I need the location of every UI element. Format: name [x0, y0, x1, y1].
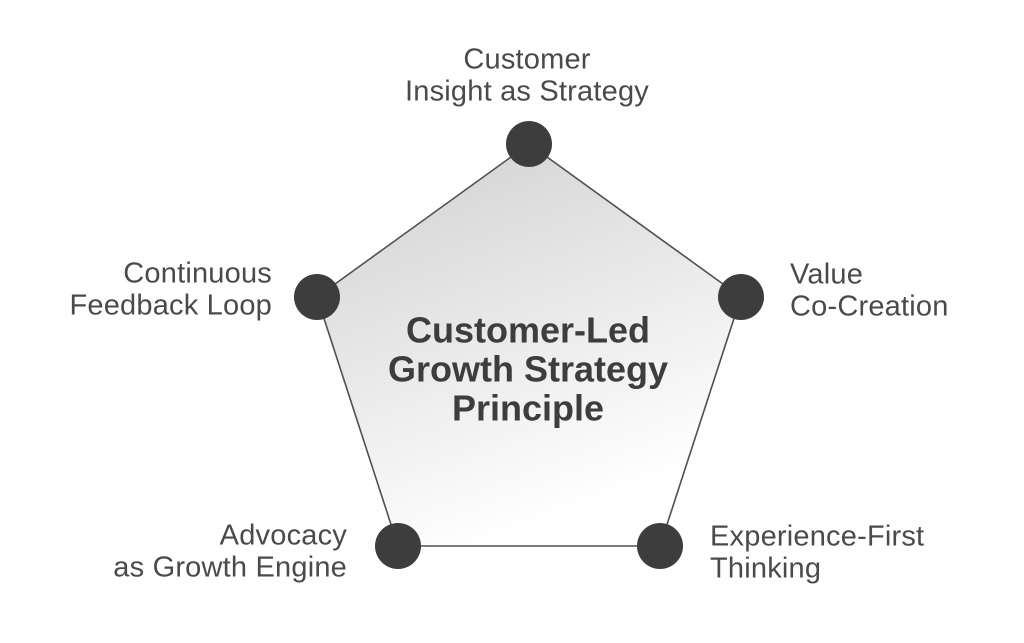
vertex-label-line: Feedback Loop [69, 290, 272, 322]
diagram-title-line: Growth Strategy [387, 348, 669, 390]
vertex-label-line: Insight as Strategy [405, 76, 649, 108]
pentagon-shape [316, 143, 742, 547]
vertex-label-experience-first: Experience-First Thinking [710, 521, 924, 586]
node-circle-top [506, 121, 552, 167]
vertex-label-line: Value [790, 258, 864, 291]
vertex-label-customer-insight: Customer Insight as Strategy [405, 44, 649, 109]
vertex-label-line: Customer [463, 43, 591, 76]
vertex-label-line: Experience-First [710, 520, 925, 553]
vertex-label-line: Co-Creation [790, 291, 949, 323]
vertex-label-line: as Growth Engine [113, 552, 347, 584]
diagram-title-line: Principle [451, 387, 605, 429]
diagram-title-line: Customer-Led [405, 309, 651, 351]
vertex-label-line: Continuous [123, 257, 272, 290]
node-circle-right [718, 274, 764, 320]
vertex-label-line: Thinking [710, 553, 822, 585]
diagram-title: Customer-Led Growth Strategy Principle [387, 309, 669, 429]
vertex-label-value-co-creation: Value Co-Creation [790, 259, 949, 324]
vertex-label-advocacy: Advocacy as Growth Engine [113, 520, 347, 585]
vertex-label-continuous-feedback: Continuous Feedback Loop [69, 258, 272, 323]
vertex-label-line: Advocacy [219, 519, 347, 552]
node-circle-left [294, 274, 340, 320]
node-circle-bottom-left [375, 523, 421, 569]
node-circle-bottom-right [637, 523, 683, 569]
